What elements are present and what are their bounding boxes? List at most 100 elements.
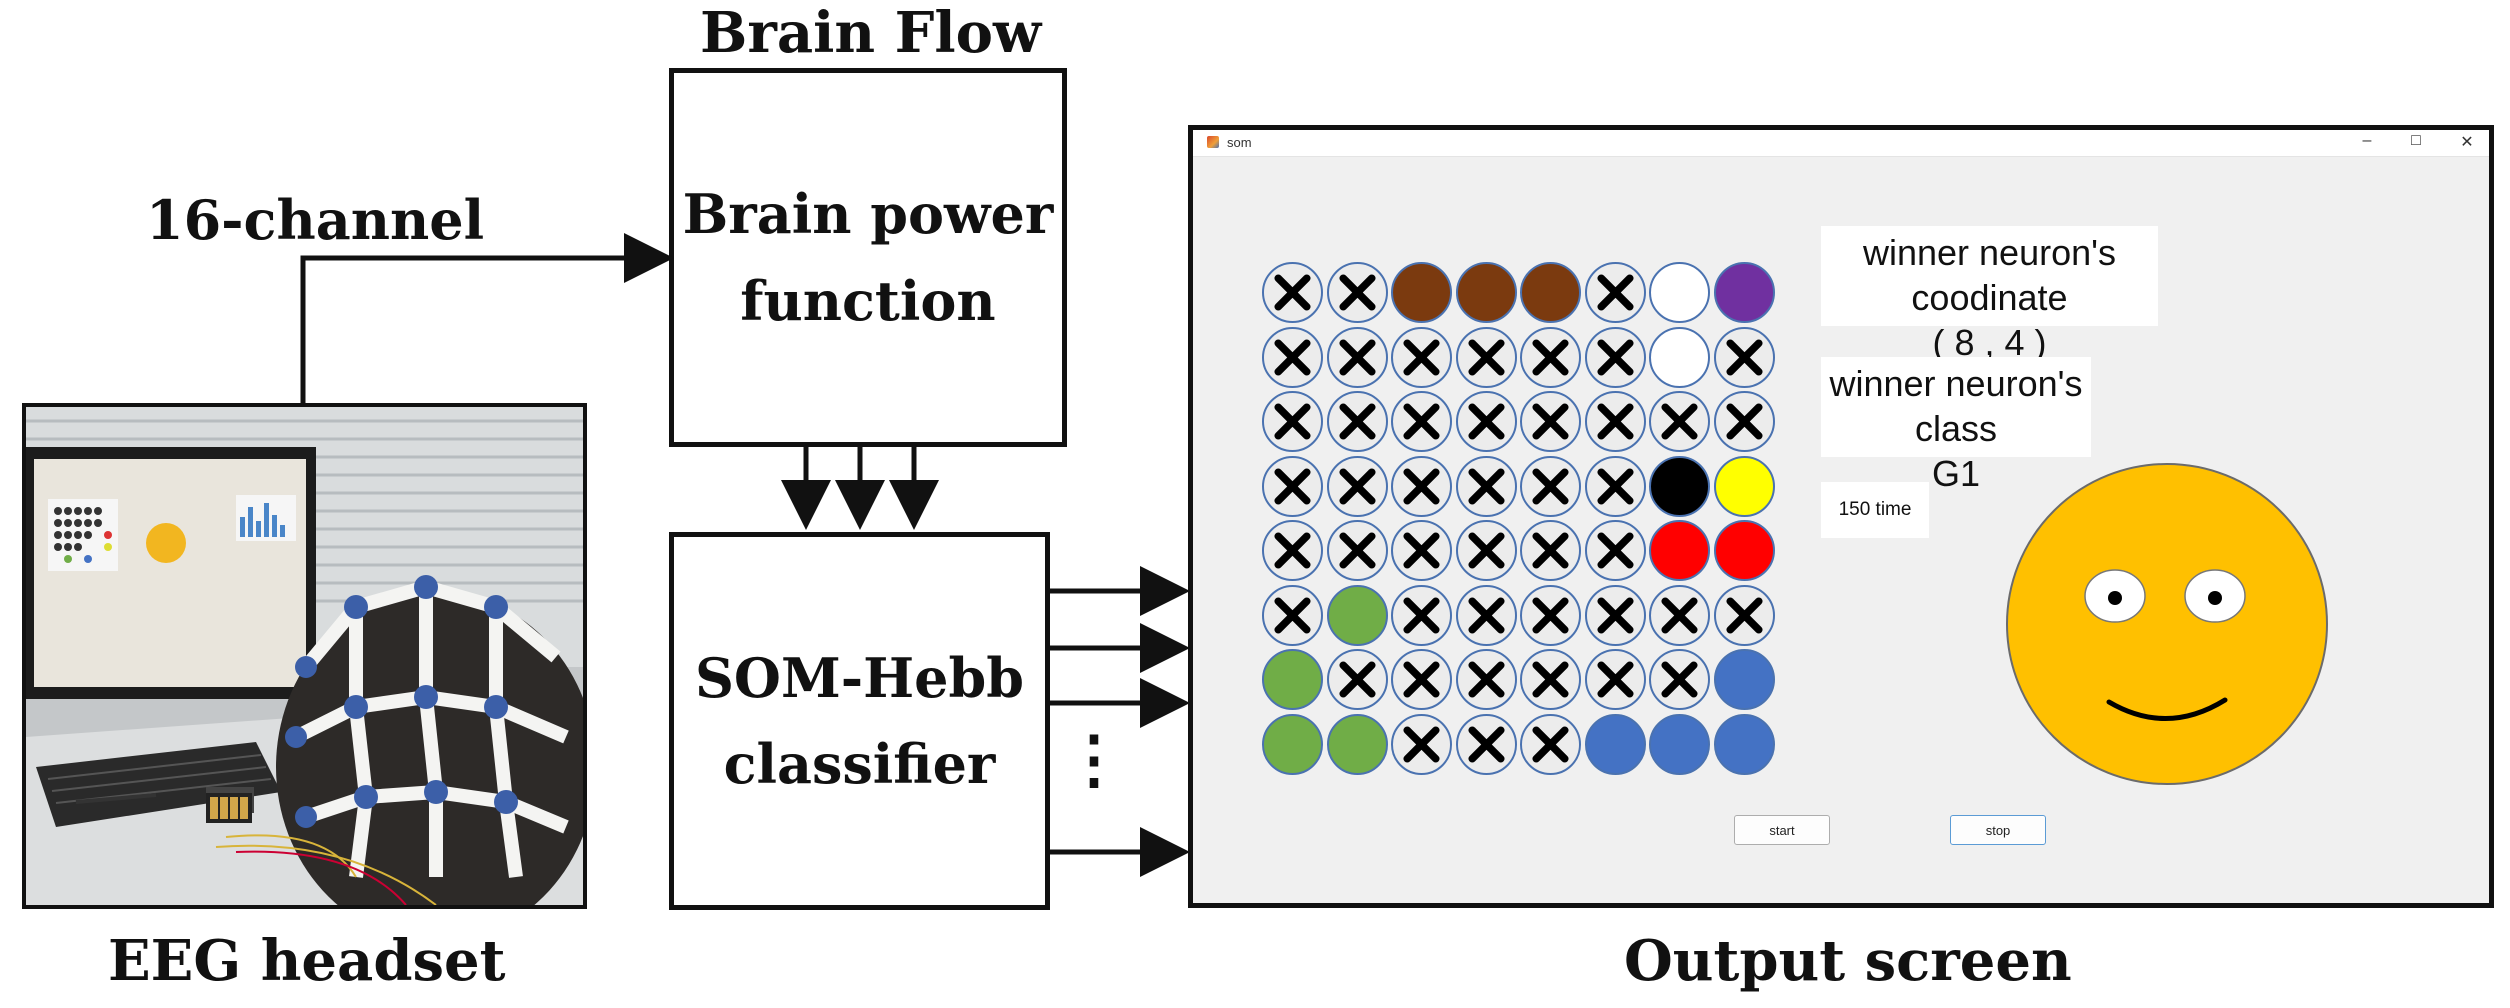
brain-flow-heading: Brain Flow [700,0,1042,66]
cross-icon [1725,403,1763,440]
neuron-cell-inactive [1584,520,1646,581]
cross-icon [1725,596,1763,634]
neuron-cell-inactive [1326,326,1388,388]
cross-icon [1596,532,1634,569]
cross-icon [1274,467,1311,505]
window-title: som [1227,135,1252,150]
neuron-cell-inactive [1391,649,1452,710]
cross-icon [1661,596,1698,634]
cross-icon [1661,403,1698,440]
neuron-cell-inactive [1326,262,1388,323]
cross-icon [1532,661,1569,698]
neuron-cell-inactive [1713,326,1775,388]
neuron-cell-inactive [1262,584,1323,646]
cross-icon [1596,596,1634,634]
cross-icon [1596,338,1634,376]
neuron-cell-brown [1520,262,1581,323]
minimize-icon[interactable]: – [2362,132,2372,149]
winner-coordinate-panel: winner neuron's coodinate ( 8 , 4 ) [1821,226,2158,363]
cross-icon [1338,661,1376,698]
neuron-cell-inactive [1326,391,1388,452]
neuron-cell-inactive [1520,455,1581,517]
neuron-cell-blue [1713,649,1775,710]
neuron-cell-red [1649,520,1710,581]
winner-coordinate-label: winner neuron's coodinate [1862,232,2117,318]
cross-icon [1467,725,1505,763]
neuron-cell-inactive [1649,584,1710,646]
cross-icon [1532,403,1569,440]
neuron-cell-inactive [1584,391,1646,452]
cross-icon [1403,532,1440,569]
cross-icon [1532,532,1569,569]
winner-class-label: winner neuron's class [1829,363,2083,449]
neuron-cell-inactive [1520,326,1581,388]
smiley-face-icon [2006,463,2328,785]
neuron-cell-inactive [1713,391,1775,452]
neuron-cell-blue [1649,713,1710,775]
cross-icon [1403,467,1440,505]
cross-icon [1467,596,1505,634]
output-screen-caption: Output screen [1624,928,2072,994]
neuron-cell-inactive [1391,326,1452,388]
neuron-cell-white [1649,262,1710,323]
cross-icon [1532,467,1569,505]
eeg-headset-photo [22,403,587,909]
close-icon[interactable]: ✕ [2460,134,2474,151]
cross-icon [1596,274,1634,311]
cross-icon [1274,274,1311,311]
neuron-cell-inactive [1262,520,1323,581]
neuron-cell-green [1262,713,1323,775]
stop-button[interactable]: stop [1950,815,2046,845]
cross-icon [1338,338,1376,376]
cross-icon [1274,403,1311,440]
neuron-cell-red [1713,520,1775,581]
neuron-cell-inactive [1326,455,1388,517]
neuron-cell-purple [1713,262,1775,323]
maximize-icon[interactable]: □ [2411,132,2421,149]
title-bar: som – □ ✕ [1193,130,2489,157]
cross-icon [1596,467,1634,505]
cross-icon [1338,403,1376,440]
neuron-cell-yellow [1713,455,1775,517]
cross-icon [1532,338,1569,376]
cross-icon [1274,596,1311,634]
neuron-cell-inactive [1455,326,1517,388]
cross-icon [1403,338,1440,376]
neuron-cell-inactive [1520,649,1581,710]
neuron-cell-inactive [1584,326,1646,388]
neuron-cell-inactive [1584,649,1646,710]
cross-icon [1467,661,1505,698]
cross-icon [1403,725,1440,763]
smile-mouth [2106,697,2228,721]
neuron-cell-green [1326,713,1388,775]
neuron-cell-inactive [1520,584,1581,646]
neuron-cell-green [1326,584,1388,646]
neuron-cell-inactive [1391,713,1452,775]
cross-icon [1274,338,1311,376]
cross-icon [1403,661,1440,698]
neuron-cell-inactive [1455,649,1517,710]
output-screen-window: som – □ ✕ winner neuron's coodinate ( 8 … [1188,125,2494,908]
ellipsis-marker: ⋮ [1062,722,1126,797]
winner-class-panel: winner neuron's class G1 [1821,357,2091,494]
cross-icon [1725,338,1763,376]
neuron-cell-inactive [1584,455,1646,517]
som-hebb-classifier-block: SOM-Hebb classifier [669,532,1050,910]
right-pupil [2208,591,2222,605]
cross-icon [1274,532,1311,569]
cross-icon [1338,467,1376,505]
neuron-cell-blue [1584,713,1646,775]
neuron-cell-inactive [1455,455,1517,517]
left-pupil [2108,591,2122,605]
neuron-cell-inactive [1262,391,1323,452]
neuron-cell-white [1649,326,1710,388]
neuron-cell-brown [1455,262,1517,323]
neuron-cell-black [1649,455,1710,517]
neuron-cell-green [1262,649,1323,710]
neuron-cell-inactive [1649,649,1710,710]
neuron-cell-inactive [1455,520,1517,581]
cross-icon [1338,532,1376,569]
start-button[interactable]: start [1734,815,1830,845]
neuron-cell-inactive [1326,649,1388,710]
